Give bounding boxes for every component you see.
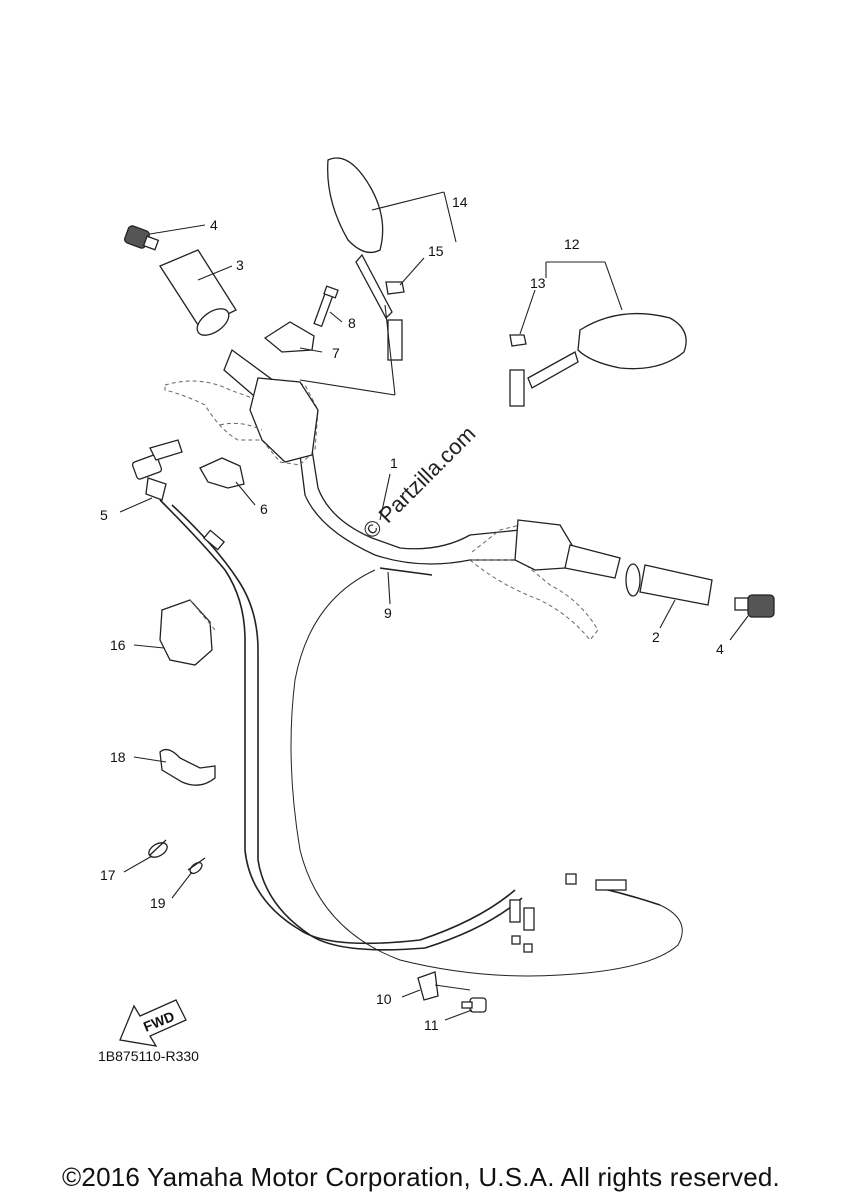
callout-14: 14 — [452, 194, 468, 210]
fwd-arrow: FWD — [119, 999, 187, 1047]
switch-5 — [131, 439, 183, 501]
holder-10-bolt-11 — [417, 971, 487, 1013]
callout-8: 8 — [348, 315, 356, 331]
bands — [148, 839, 206, 875]
right-switch-assembly — [468, 519, 599, 641]
callout-4-left: 4 — [210, 217, 218, 233]
left-mirror — [327, 157, 403, 361]
callout-1: 1 — [390, 455, 398, 471]
left-grip — [159, 249, 237, 336]
callout-7: 7 — [332, 345, 340, 361]
drawing-code: 1B875110-R330 — [98, 1048, 199, 1064]
left-switch-assembly — [164, 377, 319, 466]
callout-16: 16 — [110, 637, 126, 653]
clutch-cable — [290, 567, 683, 977]
leader-lines — [119, 191, 749, 1021]
mirror-nuts — [385, 281, 527, 347]
clamp-16 — [159, 599, 216, 666]
callout-11: 11 — [424, 1017, 439, 1033]
callouts: 1 2 3 4 4 5 6 7 8 9 10 11 12 13 14 15 16… — [100, 194, 724, 1033]
callout-4-right: 4 — [716, 641, 724, 657]
callout-12: 12 — [564, 236, 580, 252]
copyright-notice: ©2016 Yamaha Motor Corporation, U.S.A. A… — [62, 1162, 780, 1192]
callout-2: 2 — [652, 629, 660, 645]
right-grip — [564, 544, 713, 606]
right-bar-end — [734, 594, 775, 618]
callout-15: 15 — [428, 243, 444, 259]
callout-6: 6 — [260, 501, 268, 517]
holder-6 — [199, 457, 245, 489]
callout-9: 9 — [384, 605, 392, 621]
callout-13: 13 — [530, 275, 546, 291]
callout-17: 17 — [100, 867, 116, 883]
callout-5: 5 — [100, 507, 108, 523]
callout-10: 10 — [376, 991, 392, 1007]
clamp-18 — [159, 748, 216, 786]
callout-18: 18 — [110, 749, 126, 765]
throttle-cables — [159, 499, 535, 953]
callout-3: 3 — [236, 257, 244, 273]
right-mirror — [509, 312, 687, 407]
watermark: © Partzilla.com — [358, 421, 481, 544]
holder-and-bolt — [263, 285, 339, 353]
callout-19: 19 — [150, 895, 166, 911]
left-bar-end — [124, 225, 160, 251]
parts-diagram: FWD 1 2 3 4 4 5 6 7 — [100, 157, 775, 1047]
